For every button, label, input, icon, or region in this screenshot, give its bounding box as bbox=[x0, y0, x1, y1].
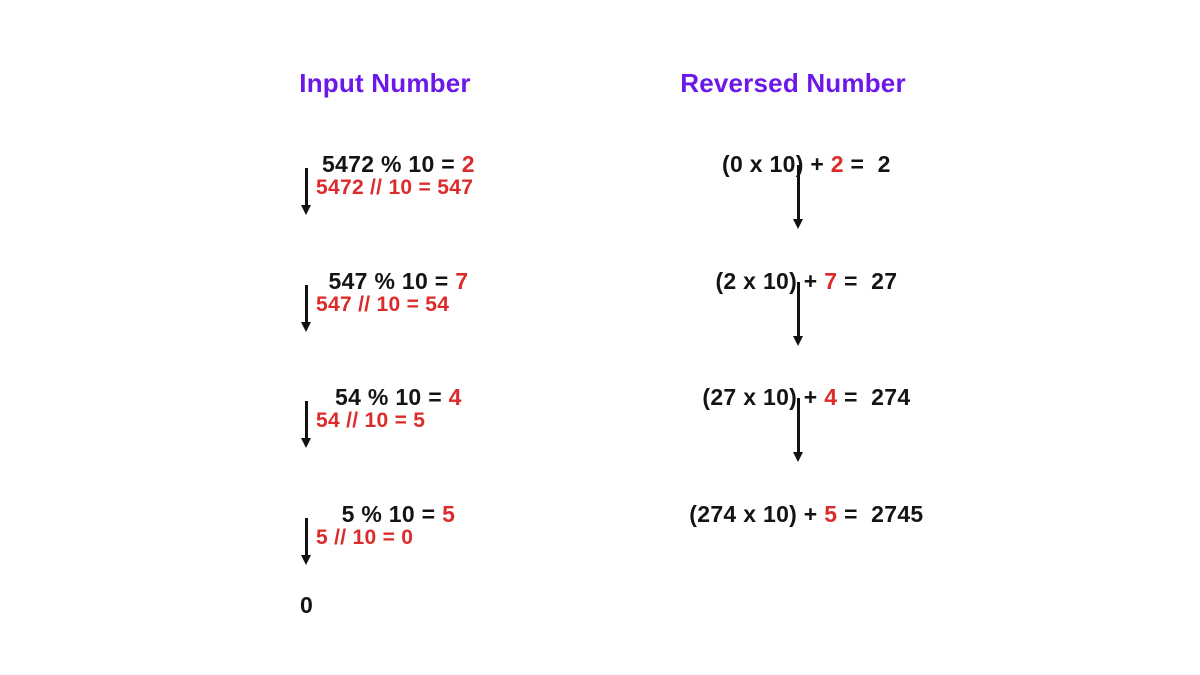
right-equation-row-3: (27 x 10) + 4 = 274 bbox=[676, 357, 911, 438]
arrow-shaft bbox=[305, 401, 308, 438]
arrow-shaft bbox=[305, 518, 308, 555]
right-arrow-2 bbox=[789, 282, 807, 346]
arrow-shaft bbox=[797, 398, 800, 452]
right-digit-3: 4 bbox=[824, 384, 838, 410]
arrow-head bbox=[300, 205, 311, 215]
left-equation-row-1: 5472 % 10 = 2 bbox=[295, 124, 475, 205]
right-prefix-2: (2 x 10) + bbox=[715, 268, 825, 294]
left-arrow-1 bbox=[297, 168, 315, 215]
left-expr-3: 54 % 10 = bbox=[335, 384, 449, 410]
right-digit-4: 5 bbox=[824, 501, 838, 527]
left-arrow-3 bbox=[297, 401, 315, 448]
right-equation-row-1: (0 x 10) + 2 = 2 bbox=[695, 124, 891, 205]
left-expr-1: 5472 % 10 = bbox=[321, 151, 462, 177]
right-digit-2: 7 bbox=[824, 268, 838, 294]
left-arrow-4 bbox=[297, 518, 315, 565]
right-prefix-4: (274 x 10) + bbox=[689, 501, 825, 527]
right-equation-row-4: (274 x 10) + 5 = 2745 bbox=[663, 474, 924, 555]
left-expr-2: 547 % 10 = bbox=[328, 268, 456, 294]
arrow-head bbox=[792, 219, 803, 229]
right-suffix-4: = 2745 bbox=[837, 501, 924, 527]
column-header-reversed-number: Reversed Number bbox=[680, 68, 906, 98]
right-digit-1: 2 bbox=[830, 151, 844, 177]
right-suffix-3: = 274 bbox=[837, 384, 911, 410]
arrow-head bbox=[300, 322, 311, 332]
arrow-head bbox=[300, 555, 311, 565]
arrow-head bbox=[792, 452, 803, 462]
arrow-head bbox=[792, 336, 803, 346]
left-result-2: 7 bbox=[455, 268, 469, 294]
left-equation-row-4: 5 % 10 = 5 bbox=[315, 474, 455, 555]
right-suffix-1: = 2 bbox=[843, 151, 891, 177]
right-suffix-2: = 27 bbox=[837, 268, 898, 294]
column-header-input-number: Input Number bbox=[299, 68, 471, 98]
left-result-1: 2 bbox=[461, 151, 475, 177]
left-transition-label-1: 5472 // 10 = 547 bbox=[316, 176, 474, 199]
arrow-shaft bbox=[797, 165, 800, 219]
arrow-shaft bbox=[305, 285, 308, 322]
left-transition-label-2: 547 // 10 = 54 bbox=[316, 293, 450, 316]
right-arrow-1 bbox=[789, 165, 807, 229]
right-prefix-3: (27 x 10) + bbox=[702, 384, 825, 410]
right-prefix-1: (0 x 10) + bbox=[721, 151, 831, 177]
right-arrow-3 bbox=[789, 398, 807, 462]
left-transition-label-3: 54 // 10 = 5 bbox=[316, 409, 426, 432]
left-equation-row-3: 54 % 10 = 4 bbox=[308, 357, 461, 438]
arrow-shaft bbox=[797, 282, 800, 336]
left-result-3: 4 bbox=[448, 384, 462, 410]
left-equation-row-2: 547 % 10 = 7 bbox=[302, 241, 469, 322]
left-arrow-2 bbox=[297, 285, 315, 332]
left-result-4: 5 bbox=[442, 501, 456, 527]
arrow-head bbox=[300, 438, 311, 448]
left-transition-label-4: 5 // 10 = 0 bbox=[316, 526, 414, 549]
left-expr-4: 5 % 10 = bbox=[341, 501, 443, 527]
left-terminal-value: 0 bbox=[300, 592, 313, 618]
right-equation-row-2: (2 x 10) + 7 = 27 bbox=[689, 241, 898, 322]
arrow-shaft bbox=[305, 168, 308, 205]
